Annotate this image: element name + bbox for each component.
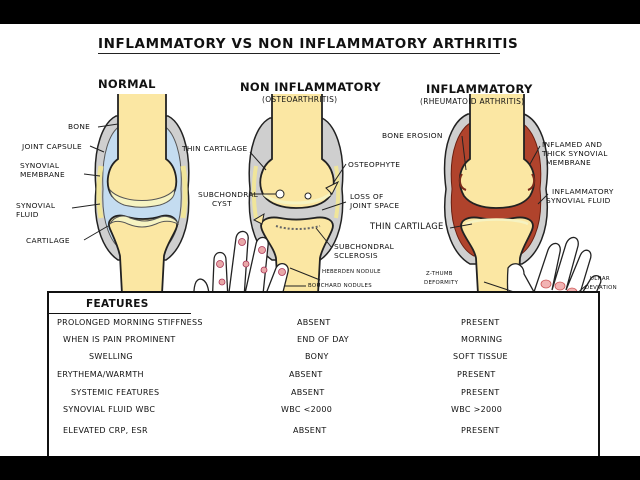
feature-inflammatory: PRESENT xyxy=(461,388,500,397)
features-table: FEATURES PROLONGED MORNING STIFFNESS ABS… xyxy=(47,291,600,456)
label-synovial-membrane-2: MEMBRANE xyxy=(20,170,65,179)
label-ulnar-1: ULNAR xyxy=(590,276,610,282)
feature-inflammatory: PRESENT xyxy=(461,318,500,327)
oa-sclerosis xyxy=(275,225,321,230)
label-cartilage: CARTILAGE xyxy=(26,236,70,245)
label-bouchard: BOUCHARD NODULES xyxy=(308,283,372,289)
label-bone: BONE xyxy=(68,122,91,131)
normal-upper-bone xyxy=(106,94,178,206)
table-row: PROLONGED MORNING STIFFNESS ABSENT PRESE… xyxy=(49,318,598,334)
normal-joint xyxy=(94,94,190,295)
feature-non-inflammatory: ABSENT xyxy=(297,318,331,327)
normal-heading: NORMAL xyxy=(98,77,156,91)
oa-subchondral-cyst xyxy=(275,189,285,199)
label-loss-joint-space-1: LOSS OF xyxy=(350,192,384,201)
feature-inflammatory: SOFT TISSUE xyxy=(453,352,508,361)
feature-inflammatory: WBC >2000 xyxy=(451,405,503,414)
ra-upper-bone xyxy=(458,94,536,209)
diagram-canvas: INFLAMMATORY VS NON INFLAMMATORY ARTHRIT… xyxy=(0,24,640,456)
label-z-thumb-1: Z-THUMB xyxy=(426,271,453,277)
label-subchondral-sclerosis-2: SCLEROSIS xyxy=(334,251,378,260)
table-row: ERYTHEMA/WARMTH ABSENT PRESENT xyxy=(49,370,598,386)
oa-thin-cartilage-upper xyxy=(262,192,331,205)
features-heading-underline xyxy=(49,313,191,314)
ra-joint xyxy=(443,94,549,295)
joint-illustrations xyxy=(71,94,602,405)
table-row: ELEVATED CRP, ESR ABSENT PRESENT xyxy=(49,426,598,442)
oa-osteophyte-2 xyxy=(252,212,265,225)
ra-erosion xyxy=(458,173,467,191)
oa-subheading: (OSTEOARTHRITIS) xyxy=(262,95,338,104)
label-oa-thin-cartilage: THIN CARTILAGE xyxy=(182,144,248,153)
oa-leader-lines xyxy=(249,151,347,287)
label-synovial-fluid-2: FLUID xyxy=(16,210,39,219)
label-osteophyte: OSTEOPHYTE xyxy=(348,160,401,169)
normal-leader-lines xyxy=(71,123,119,241)
feature-non-inflammatory: END OF DAY xyxy=(297,335,349,344)
feature-name: SWELLING xyxy=(89,352,133,361)
normal-lower-cartilage xyxy=(109,215,179,228)
table-row: SYSTEMIC FEATURES ABSENT PRESENT xyxy=(49,388,598,404)
label-inflamed-3: MEMBRANE xyxy=(546,158,591,167)
oa-heading: NON INFLAMMATORY xyxy=(240,80,381,94)
normal-upper-cartilage xyxy=(109,188,175,208)
label-synovial-fluid-1: SYNOVIAL xyxy=(16,201,56,210)
feature-non-inflammatory: BONY xyxy=(305,352,329,361)
oa-capsule-right-band xyxy=(334,165,341,219)
features-heading: FEATURES xyxy=(86,298,149,310)
table-row: SYNOVIAL FLUID WBC WBC <2000 WBC >2000 xyxy=(49,405,598,421)
normal-capsule-right-band xyxy=(180,165,188,219)
page-title: INFLAMMATORY VS NON INFLAMMATORY ARTHRIT… xyxy=(98,36,519,52)
table-row: SWELLING BONY SOFT TISSUE xyxy=(49,352,598,368)
feature-name: SYSTEMIC FEATURES xyxy=(71,388,160,397)
ra-subheading: (RHEUMATOID ARTHRITIS) xyxy=(420,97,525,106)
label-inflammatory-fluid-1: INFLAMMATORY xyxy=(552,187,614,196)
label-inflamed-1: INFLAMED AND xyxy=(542,140,603,149)
oa-upper-bone xyxy=(259,94,335,209)
label-subchondral-cyst-1: SUBCHONDRAL xyxy=(198,190,259,199)
feature-inflammatory: PRESENT xyxy=(457,370,496,379)
feature-non-inflammatory: ABSENT xyxy=(291,388,325,397)
normal-capsule-left-band xyxy=(96,165,104,219)
label-ra-thin-cartilage: THIN CARTILAGE xyxy=(370,221,444,231)
label-bone-erosion: BONE EROSION xyxy=(382,131,443,140)
table-row: WHEN IS PAIN PROMINENT END OF DAY MORNIN… xyxy=(49,335,598,351)
feature-name: SYNOVIAL FLUID WBC xyxy=(63,405,156,414)
ra-erosion-2 xyxy=(527,173,536,191)
oa-capsule-left-band xyxy=(251,165,258,219)
feature-name: ERYTHEMA/WARMTH xyxy=(57,370,144,379)
feature-non-inflammatory: WBC <2000 xyxy=(281,405,333,414)
feature-name: WHEN IS PAIN PROMINENT xyxy=(63,335,176,344)
label-inflamed-2: THICK SYNOVIAL xyxy=(542,149,608,158)
feature-name: PROLONGED MORNING STIFFNESS xyxy=(57,318,203,327)
label-heberden: HEBERDEN NODULE xyxy=(322,269,381,275)
ra-leader-lines xyxy=(449,135,589,295)
label-synovial-membrane-1: SYNOVIAL xyxy=(20,161,60,170)
oa-joint xyxy=(248,94,344,295)
oa-osteophyte xyxy=(325,180,340,195)
label-subchondral-sclerosis-1: SUBCHONDRAL xyxy=(334,242,395,251)
label-z-thumb-2: DEFORMITY xyxy=(424,280,459,286)
ra-thin-cartilage xyxy=(465,218,529,226)
oa-subchondral-cyst-2 xyxy=(304,192,312,200)
feature-inflammatory: MORNING xyxy=(461,335,503,344)
feature-non-inflammatory: ABSENT xyxy=(293,426,327,435)
feature-name: ELEVATED CRP, ESR xyxy=(63,426,148,435)
feature-non-inflammatory: ABSENT xyxy=(289,370,323,379)
label-loss-joint-space-2: JOINT SPACE xyxy=(350,201,400,210)
label-ulnar-2: DEVIATION xyxy=(585,285,617,291)
ra-heading: INFLAMMATORY xyxy=(426,82,533,96)
label-subchondral-cyst-2: CYST xyxy=(212,199,232,208)
feature-inflammatory: PRESENT xyxy=(461,426,500,435)
title-underline xyxy=(98,53,500,54)
oa-hand-nodules xyxy=(216,238,286,286)
label-inflammatory-fluid-2: SYNOVIAL FLUID xyxy=(546,196,611,205)
label-joint-capsule: JOINT CAPSULE xyxy=(22,142,83,151)
